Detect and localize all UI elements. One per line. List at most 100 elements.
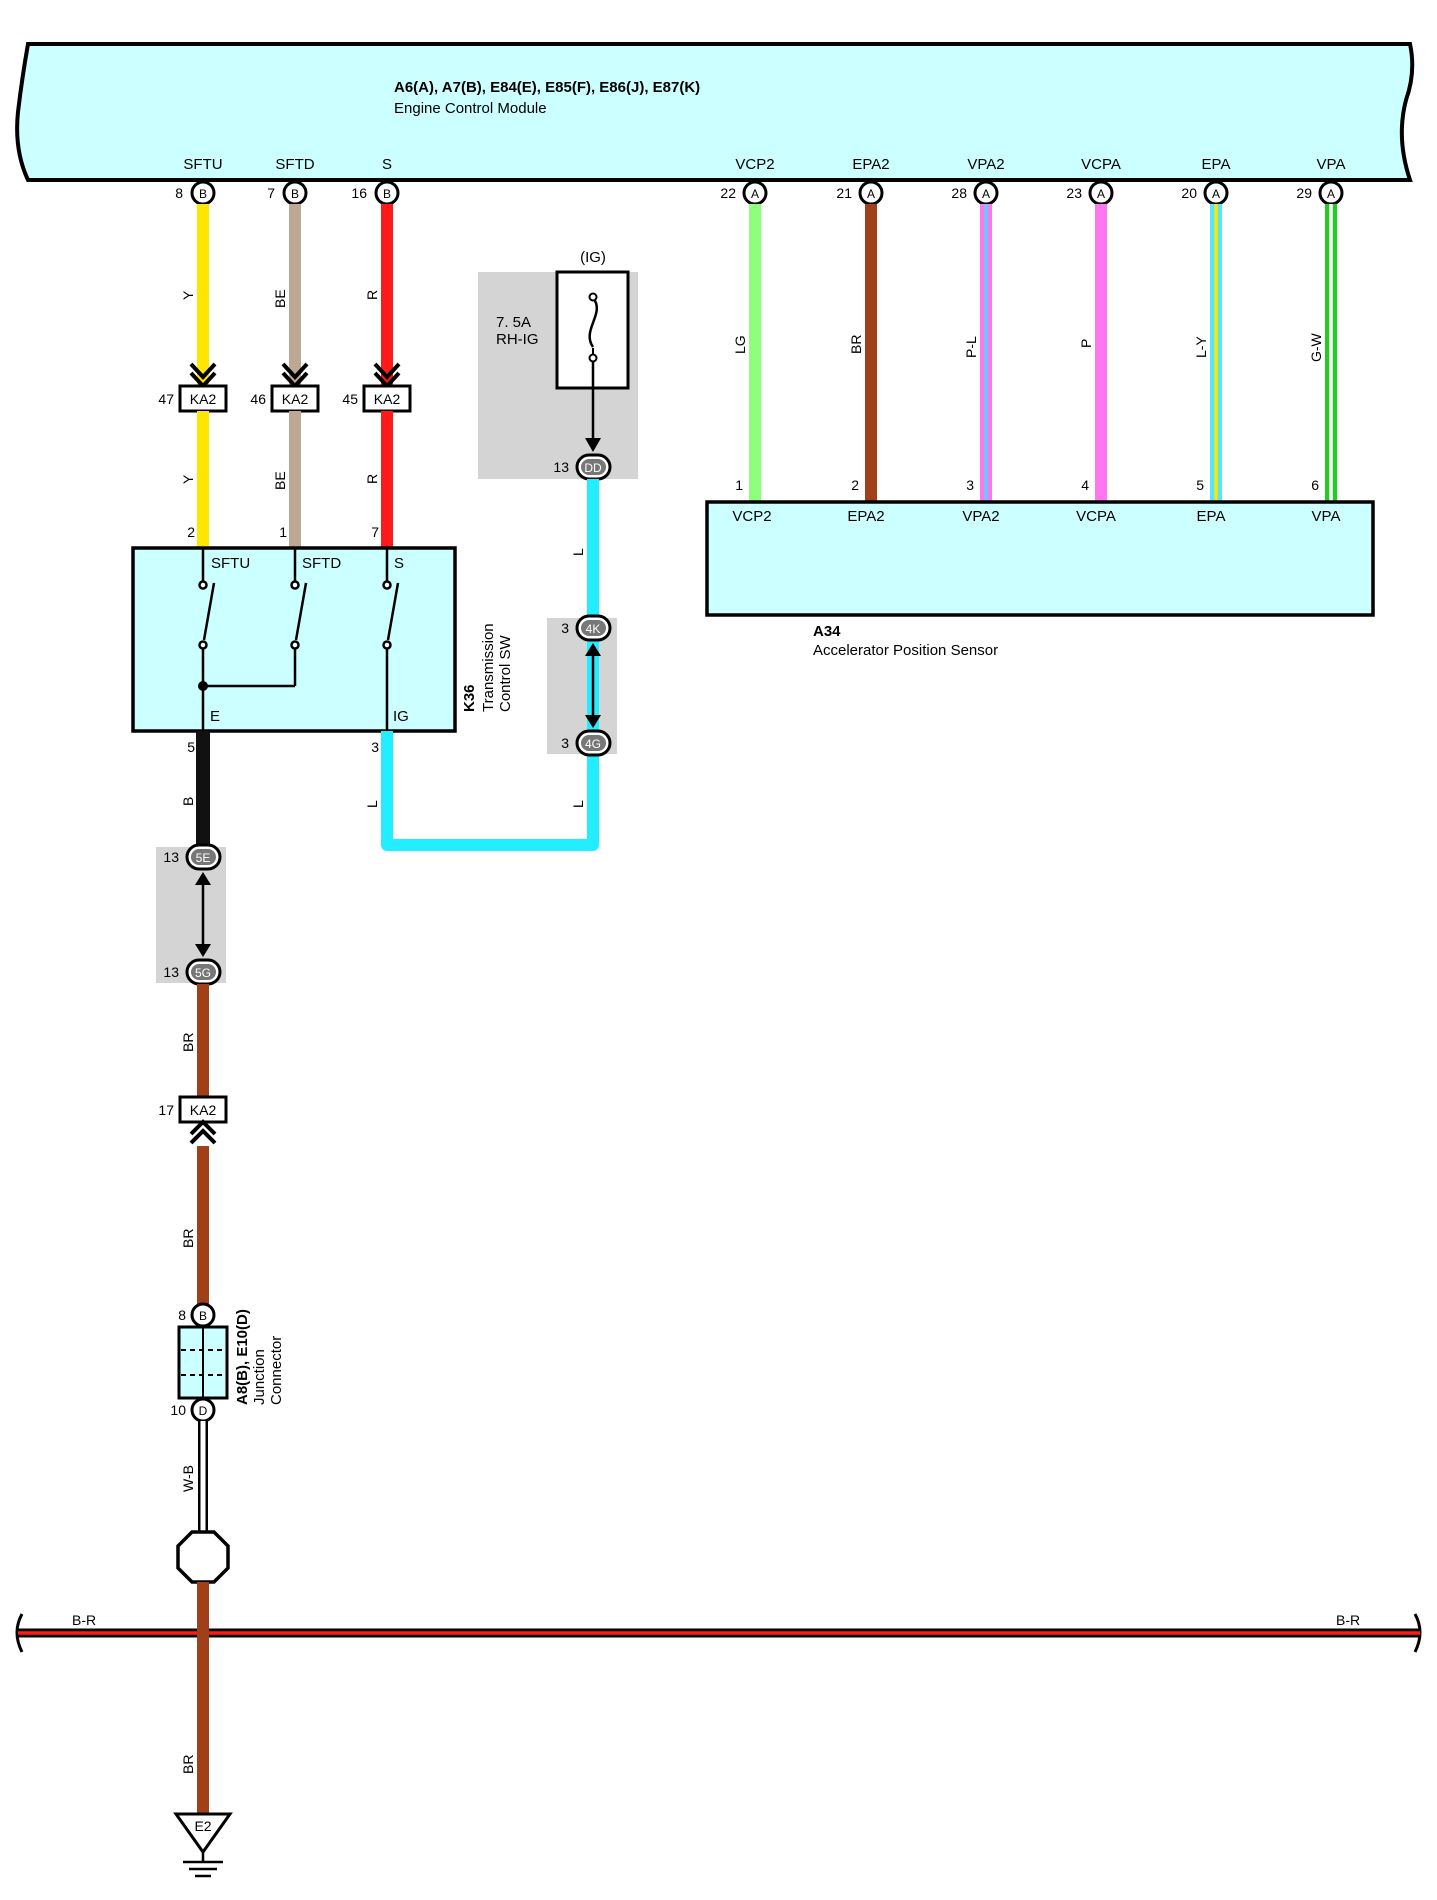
ig-junction-bottom-conn: 4G (585, 737, 601, 751)
ecm-conn-letter: A (1097, 187, 1105, 201)
junction-top-conn: B (199, 1309, 207, 1323)
ig-junction-top-pin: 3 (561, 620, 569, 636)
junction-line3: Connector (268, 1336, 285, 1405)
ka2-label: KA2 (190, 1102, 217, 1118)
ecm-title: A6(A), A7(B), E84(E), E85(F), E86(J), E8… (394, 79, 700, 96)
switch-name-line2: Control SW (497, 634, 514, 712)
app-pin: 2 (851, 477, 859, 493)
ecm-subtitle: Engine Control Module (394, 100, 547, 117)
ka2-pin: 17 (158, 1102, 174, 1118)
ig-junction-4g: 4G 3 (561, 729, 612, 757)
switch-terminal-sftu: SFTU (211, 555, 250, 572)
ecm-terminal-label: SFTD (275, 156, 314, 173)
junction-line1: A8(B), E10(D) (234, 1309, 251, 1405)
app-terminal-label: VCPA (1076, 508, 1116, 525)
ig-junction-4k: 4K 3 (561, 614, 612, 642)
ka2-pin: 47 (158, 391, 174, 407)
wire-color-label: BE (272, 289, 288, 308)
fuse-rating: 7. 5A (496, 314, 531, 331)
app-pin: 1 (735, 477, 743, 493)
wire-color-label: R (364, 474, 380, 484)
ecm-conn-letter: B (291, 187, 299, 201)
wire-color-label: P (1078, 339, 1094, 348)
ecm-conn-letter: A (1327, 187, 1335, 201)
ig-junction-shading (547, 618, 617, 754)
wire-color-label: BR (848, 335, 864, 354)
switch-id: K36 (461, 684, 478, 712)
ka2-connector-47: KA2 47 (158, 362, 228, 413)
wire-color-label: L (364, 800, 380, 808)
wire-color-label: Y (180, 474, 196, 484)
ka2-pin: 45 (342, 391, 358, 407)
app-pin: 5 (1196, 477, 1204, 493)
ecm-terminal-vpa2: VPA2 28 A (951, 156, 1005, 206)
switch-terminal-e: E (210, 708, 220, 725)
switch-terminal-ig: IG (393, 708, 409, 725)
ecm-terminal-label: VCPA (1081, 156, 1121, 173)
splice-octagon (176, 1530, 230, 1584)
junction-top-pin: 8 (178, 1307, 186, 1323)
wire-color-label: BR (180, 1033, 196, 1052)
app-sensor-wires (749, 204, 1337, 502)
app-terminal-label: VPA2 (962, 508, 999, 525)
fuse-conn-pin: 13 (553, 459, 569, 475)
app-pin: 6 (1311, 477, 1319, 493)
fuse-arrow (585, 438, 601, 452)
switch-pin-e: 5 (187, 739, 195, 755)
ecm-terminal-label: SFTU (183, 156, 222, 173)
junction-bottom-conn: D (199, 1404, 208, 1418)
app-pin: 3 (966, 477, 974, 493)
fuse-element (588, 297, 599, 348)
ecm-terminal-label: S (382, 156, 392, 173)
ecm-pin-number: 29 (1296, 185, 1312, 201)
junction-connector: 8 B 10 D (170, 1302, 229, 1423)
ka2-pin: 46 (250, 391, 266, 407)
ecm-terminal-vcp2: VCP2 22 A (720, 156, 775, 206)
ecm-pin-number: 16 (351, 185, 367, 201)
e-junction-bottom-conn: 5G (195, 966, 211, 980)
e-junction-5g: 5G 13 (163, 958, 222, 986)
e-junction-5e: 5E 13 (163, 843, 222, 871)
ground-symbol: E2 (173, 1812, 233, 1878)
ecm-pin-number: 8 (175, 185, 183, 201)
wire-color-label: Y (180, 290, 196, 300)
ka2-connector-17: KA2 17 (158, 1095, 228, 1145)
wire-color-label: P-L (963, 336, 979, 358)
e-junction-link (195, 872, 211, 957)
ka2-label: KA2 (190, 391, 217, 407)
switch-pin-sftu: 2 (187, 524, 195, 540)
accelerator-position-sensor-box (705, 500, 1375, 617)
wire-color-label: B (180, 797, 196, 806)
switch-pin-ig: 3 (371, 739, 379, 755)
ecm-pin-number: 20 (1181, 185, 1197, 201)
ecm-pin-number: 21 (836, 185, 852, 201)
ig-junction-bottom-pin: 3 (561, 735, 569, 751)
fuse-connector-dd: DD 13 (553, 453, 612, 481)
junction-bottom-pin: 10 (170, 1402, 186, 1418)
ecm-terminal-label: VPA (1317, 156, 1346, 173)
ka2-label: KA2 (282, 391, 309, 407)
fuse-name: RH-IG (496, 331, 539, 348)
fuse-header: (IG) (580, 249, 606, 266)
ecm-terminal-vcpa: VCPA 23 A (1066, 156, 1121, 206)
ecm-terminal-label: VCP2 (735, 156, 774, 173)
ecm-conn-letter: B (383, 187, 391, 201)
switch-pin-s: 7 (371, 524, 379, 540)
ecm-conn-letter: A (1212, 187, 1220, 201)
wire-color-label: L (570, 548, 586, 556)
switch-name-line1: Transmission (480, 623, 497, 712)
bus-label-right: B-R (1336, 1612, 1360, 1628)
bus-left-bracket (15, 1613, 24, 1653)
switch-junction-dot (198, 681, 208, 691)
ecm-terminal-s: S 16 B (351, 156, 400, 206)
ecm-pin-number: 23 (1066, 185, 1082, 201)
app-sensor-id: A34 (813, 623, 841, 640)
switch-internal-contacts (198, 548, 400, 731)
switch-pin-sftd: 1 (279, 524, 287, 540)
ecm-pin-number: 22 (720, 185, 736, 201)
app-pin: 4 (1081, 477, 1089, 493)
e-junction-bottom-pin: 13 (163, 964, 179, 980)
wire-color-label: BR (180, 1755, 196, 1774)
switch-terminal-sftd: SFTD (302, 555, 341, 572)
